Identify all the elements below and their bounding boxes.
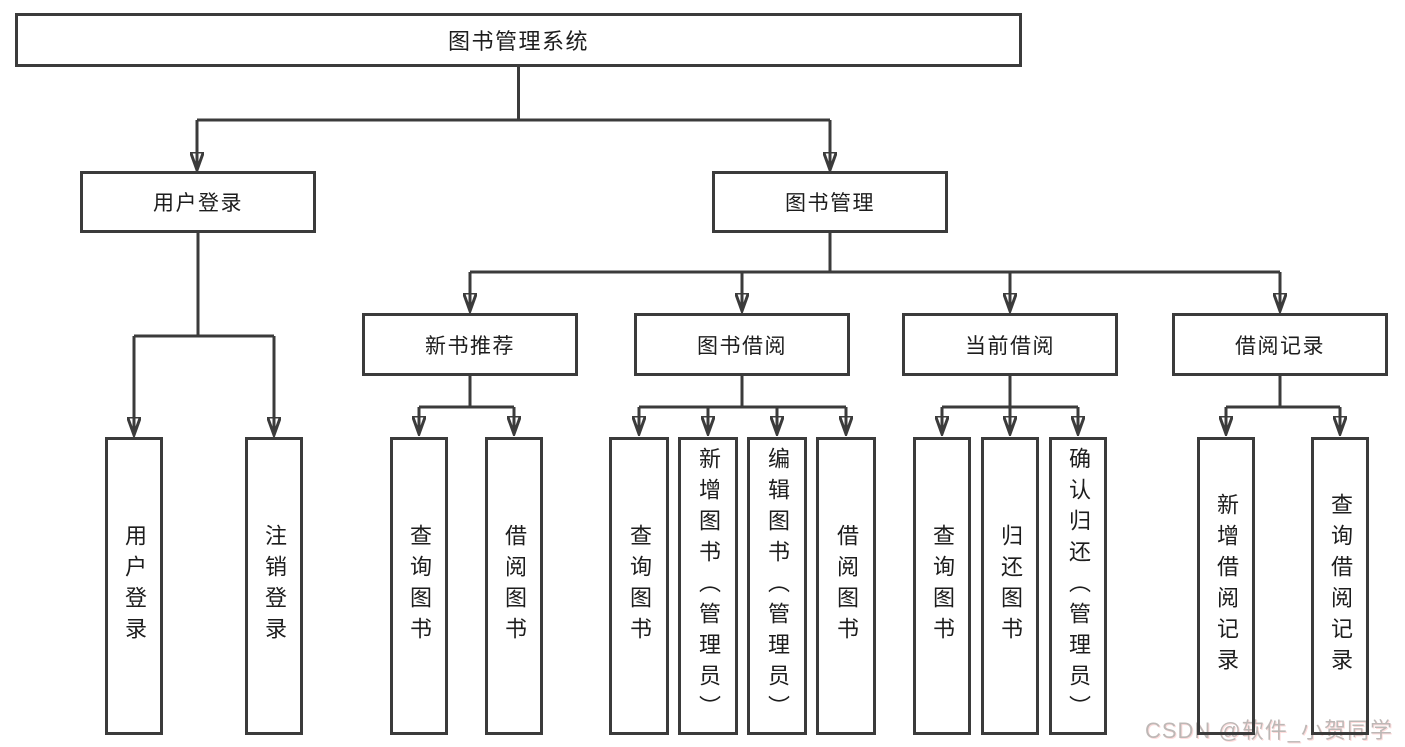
leaf-query-books-recommend-label: 查询图书 (407, 524, 432, 648)
leaf-add-borrow-record-label: 新增借阅记录 (1214, 493, 1239, 679)
leaf-borrow-books-recommend: 借阅图书 (485, 437, 543, 735)
node-current-borrowing: 当前借阅 (902, 313, 1118, 376)
leaf-edit-books-admin-label: 编辑图书（管理员） (765, 446, 790, 726)
node-user-login: 用户登录 (80, 171, 316, 233)
leaf-add-books-admin-label: 新增图书（管理员） (696, 446, 721, 726)
leaf-query-books-recommend: 查询图书 (390, 437, 448, 735)
leaf-confirm-return-admin-label: 确认归还（管理员） (1066, 446, 1091, 726)
leaf-logout: 注销登录 (245, 437, 303, 735)
node-book-borrowing: 图书借阅 (634, 313, 850, 376)
leaf-query-books-borrow: 查询图书 (609, 437, 669, 735)
leaf-add-books-admin: 新增图书（管理员） (678, 437, 738, 735)
leaf-borrow-books-label: 借阅图书 (834, 524, 859, 648)
leaf-query-borrow-record: 查询借阅记录 (1311, 437, 1369, 735)
leaf-user-login: 用户登录 (105, 437, 163, 735)
leaf-borrow-books-recommend-label: 借阅图书 (502, 524, 527, 648)
leaf-edit-books-admin: 编辑图书（管理员） (747, 437, 807, 735)
node-new-book-recommendation: 新书推荐 (362, 313, 578, 376)
leaf-add-borrow-record: 新增借阅记录 (1197, 437, 1255, 735)
leaf-confirm-return-admin: 确认归还（管理员） (1049, 437, 1107, 735)
node-library-management-system: 图书管理系统 (15, 13, 1022, 67)
leaf-return-books: 归还图书 (981, 437, 1039, 735)
node-borrowing-records: 借阅记录 (1172, 313, 1388, 376)
leaf-logout-label: 注销登录 (262, 524, 287, 648)
csdn-watermark: CSDN @软件_小贺同学 (1144, 718, 1393, 743)
leaf-query-books-borrow-label: 查询图书 (627, 524, 652, 648)
leaf-query-books-current-label: 查询图书 (930, 524, 955, 648)
leaf-query-books-current: 查询图书 (913, 437, 971, 735)
leaf-borrow-books: 借阅图书 (816, 437, 876, 735)
node-book-management: 图书管理 (712, 171, 948, 233)
leaf-user-login-label: 用户登录 (122, 524, 147, 648)
leaf-return-books-label: 归还图书 (998, 524, 1023, 648)
leaf-query-borrow-record-label: 查询借阅记录 (1328, 493, 1353, 679)
